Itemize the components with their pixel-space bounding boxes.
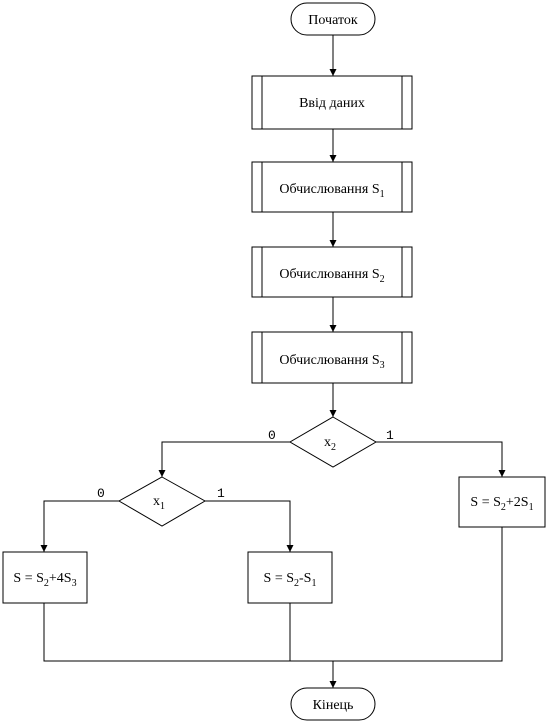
- connector-x2-false: [158, 441, 290, 477]
- calc-s2-process: Обчислювання S2: [251, 246, 413, 298]
- decision-x1-branch-true: 1: [217, 486, 225, 501]
- start-terminal: Початок: [290, 2, 376, 36]
- decision-x2-label: x2: [324, 435, 336, 453]
- result-right-process: S = S2+2S1: [458, 476, 546, 528]
- decision-x2: x2: [289, 416, 377, 468]
- result-left-process: S = S2+4S3: [2, 551, 88, 604]
- calc-s1-label: Обчислювання S1: [279, 182, 384, 200]
- decision-x1-label: x1: [153, 494, 165, 512]
- result-right-label: S = S2+2S1: [470, 495, 533, 513]
- result-mid-label: S = S2-S1: [264, 571, 317, 589]
- decision-x2-branch-true: 1: [386, 428, 394, 443]
- calc-s3-process: Обчислювання S3: [251, 331, 413, 384]
- calc-s1-process: Обчислювання S1: [251, 161, 413, 213]
- input-process: Ввід даних: [251, 75, 413, 130]
- decision-x1: x1: [117, 476, 207, 527]
- connector-x2-true: [376, 441, 506, 477]
- decision-x2-branch-false: 0: [268, 428, 276, 443]
- decision-x1-branch-false: 0: [97, 486, 105, 501]
- result-left-label: S = S2+4S3: [13, 571, 76, 589]
- input-label: Ввід даних: [299, 96, 365, 111]
- calc-s3-label: Обчислювання S3: [279, 353, 384, 371]
- calc-s2-label: Обчислювання S2: [279, 267, 384, 285]
- end-terminal: Кінець: [290, 687, 376, 721]
- connector-merge: [43, 527, 503, 662]
- connector-x1-false: [40, 500, 119, 552]
- result-mid-process: S = S2-S1: [247, 551, 333, 604]
- connector-x1-true: [205, 500, 294, 552]
- end-label: Кінець: [313, 698, 354, 713]
- start-label: Початок: [308, 13, 358, 28]
